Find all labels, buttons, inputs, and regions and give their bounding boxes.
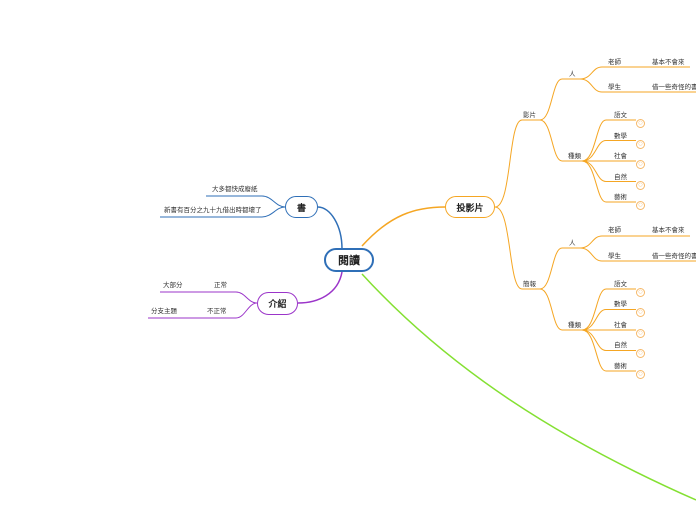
- group-slides-student[interactable]: 學生: [608, 252, 621, 260]
- group-slides-label[interactable]: 簡報: [523, 280, 536, 288]
- group-video-types[interactable]: 種類: [568, 152, 581, 160]
- connector-type-1: [581, 119, 636, 162]
- group-video-type-5-badge-icon[interactable]: ○: [636, 201, 645, 210]
- projector-node[interactable]: 投影片: [445, 196, 495, 218]
- group-slides-type-4[interactable]: 自然: [614, 341, 627, 349]
- connector-book-child-2: [160, 206, 286, 218]
- group-slides-type-4-badge-icon[interactable]: ○: [636, 349, 645, 358]
- group-video-type-3[interactable]: 社會: [614, 152, 627, 160]
- root-node[interactable]: 閱讀: [324, 248, 374, 272]
- group-video-teacher-child[interactable]: 基本不會來: [652, 58, 685, 66]
- connector-group-types: [539, 119, 582, 162]
- group-video-type-1-badge-icon[interactable]: ○: [636, 119, 645, 128]
- book-child-1[interactable]: 大多都快成廢紙: [212, 185, 258, 193]
- connector-intro-normal: [208, 291, 258, 304]
- connector-root-book: [317, 206, 343, 250]
- connector-type-4: [581, 329, 636, 351]
- connector-type-5: [581, 329, 636, 372]
- connector-intro-abnormal: [204, 302, 258, 319]
- connector-people-teacher: [579, 66, 624, 80]
- connector-root-green: [361, 273, 696, 501]
- intro-abnormal[interactable]: 不正常: [207, 307, 227, 315]
- connector-type-4: [581, 160, 636, 182]
- connector-group-people: [539, 247, 580, 290]
- group-slides-type-2[interactable]: 數學: [614, 300, 627, 308]
- group-connectors-video: [539, 66, 696, 203]
- connector-people-student: [579, 247, 624, 262]
- group-video-type-4[interactable]: 自然: [614, 173, 627, 181]
- root-label: 閱讀: [338, 254, 360, 267]
- connector-people-teacher: [579, 235, 624, 249]
- book-label: 書: [296, 203, 306, 214]
- connector-type-5: [581, 160, 636, 203]
- group-video-type-3-badge-icon[interactable]: ○: [636, 160, 645, 169]
- intro-node[interactable]: 介紹: [257, 292, 298, 315]
- group-video-type-4-badge-icon[interactable]: ○: [636, 181, 645, 190]
- connector-book-child-1: [206, 195, 286, 208]
- connector-group-types: [539, 288, 582, 331]
- book-child-2[interactable]: 新書有百分之九十九借出時都壞了: [164, 206, 262, 214]
- group-slides-type-1-badge-icon[interactable]: ○: [636, 288, 645, 297]
- group-video-type-2-badge-icon[interactable]: ○: [636, 140, 645, 149]
- connector-projector-video: [494, 119, 540, 208]
- connector-projector-slides: [494, 206, 540, 290]
- group-slides-teacher-child[interactable]: 基本不會來: [652, 226, 685, 234]
- group-video-people[interactable]: 人: [569, 70, 576, 78]
- group-slides-type-2-badge-icon[interactable]: ○: [636, 308, 645, 317]
- connector-type-2: [581, 140, 636, 162]
- connector-type-1: [581, 288, 636, 331]
- intro-abnormal-child[interactable]: 分支主題: [151, 307, 177, 315]
- group-video-student-child[interactable]: 借一些奇怪的書: [652, 83, 696, 91]
- group-connectors-slides: [539, 235, 696, 372]
- intro-normal[interactable]: 正常: [214, 281, 227, 289]
- book-node[interactable]: 書: [285, 196, 318, 218]
- group-slides-type-1[interactable]: 語文: [614, 280, 627, 288]
- group-video-type-5[interactable]: 藝術: [614, 193, 627, 201]
- group-slides-type-3[interactable]: 社會: [614, 321, 627, 329]
- group-slides-type-5[interactable]: 藝術: [614, 362, 627, 370]
- group-video-label[interactable]: 影片: [523, 111, 536, 119]
- connector-group-people: [539, 78, 580, 121]
- intro-normal-child[interactable]: 大部分: [163, 281, 183, 289]
- intro-label: 介紹: [268, 300, 287, 310]
- group-slides-teacher[interactable]: 老師: [608, 226, 621, 234]
- group-video-student[interactable]: 學生: [608, 83, 621, 91]
- connector-root-projector: [361, 206, 446, 247]
- group-slides-type-3-badge-icon[interactable]: ○: [636, 329, 645, 338]
- group-video-type-1[interactable]: 語文: [614, 111, 627, 119]
- connector-root-intro: [297, 271, 343, 304]
- group-slides-student-child[interactable]: 借一些奇怪的書: [652, 252, 696, 260]
- connector-type-2: [581, 309, 636, 331]
- group-slides-people[interactable]: 人: [569, 239, 576, 247]
- group-video-type-2[interactable]: 數學: [614, 132, 627, 140]
- connector-people-student: [579, 78, 624, 93]
- group-video-teacher[interactable]: 老師: [608, 58, 621, 66]
- projector-label: 投影片: [456, 203, 484, 214]
- group-slides-types[interactable]: 種類: [568, 321, 581, 329]
- group-slides-type-5-badge-icon[interactable]: ○: [636, 370, 645, 379]
